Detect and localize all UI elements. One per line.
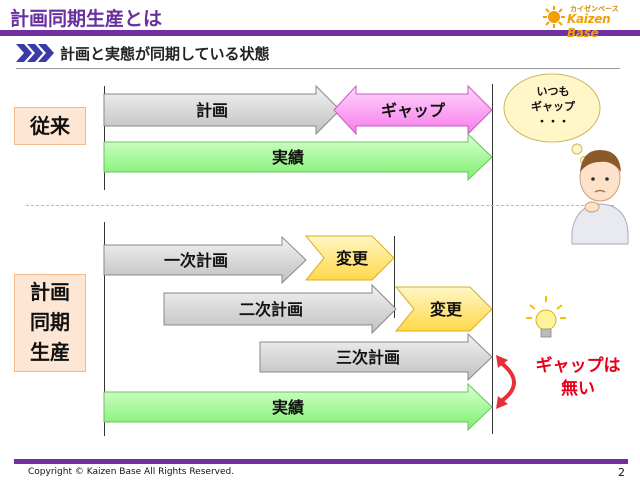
subtitle-row: 計画と実態が同期している状態 [16,42,616,68]
actual-arrow-new: 実績 [103,382,493,432]
lightbulb-icon [526,296,566,338]
label-synchronized-production: 計画 同期 生産 [14,274,86,372]
plan2-arrow: 二次計画 [163,283,397,335]
plan2-arrow-label: 二次計画 [239,300,303,319]
logo-text: Kaizen Base [567,12,611,40]
plan-arrow-old-label: 計画 [196,101,228,120]
plan1-arrow: 一次計画 [103,235,307,285]
change-marker-line [394,236,395,318]
plan-arrow-old: 計画 [103,84,341,136]
bubble-line1: いつも [536,85,570,98]
label-sync-line2: 同期 [30,310,70,334]
subtitle-underline [16,68,620,69]
deadline-line [492,84,493,434]
curved-arrow-icon [496,355,516,409]
thinking-person-icon [571,150,629,245]
change2-arrow-label: 変更 [430,300,463,319]
bubble-line3: ・・・ [536,115,570,128]
label-sync-line3: 生産 [30,340,70,364]
page-number: 2 [618,466,625,479]
label-sync-line1: 計画 [30,280,70,304]
footer-bar [14,459,628,464]
plan3-arrow: 三次計画 [259,332,493,382]
section-divider [26,205,614,206]
actual-arrow-new-label: 実績 [272,398,304,417]
change2-arrow: 変更 [394,286,493,332]
bubble-line2: ギャップ [531,100,575,113]
no-gap-line1: ギャップは [535,356,621,376]
actual-arrow-old: 実績 [103,132,493,182]
chevron-icon [16,44,54,62]
no-gap-note: ギャップは 無い [522,355,634,401]
bubble-text: いつも ギャップ ・・・ [516,84,590,129]
slide-title: 計画同期生産とは [10,8,163,30]
gap-arrow-label: ギャップ [381,101,446,120]
copyright: Copyright © Kaizen Base All Rights Reser… [28,467,235,477]
change1-arrow-label: 変更 [336,249,369,268]
change1-arrow: 変更 [304,235,395,281]
timeline-start-line-old [104,86,105,190]
timeline-start-line-new [104,222,105,436]
actual-arrow-old-label: 実績 [272,148,304,167]
plan3-arrow-label: 三次計画 [336,348,400,367]
label-conventional: 従来 [14,107,86,145]
logo-subtext: カイゼンベース [570,5,619,13]
logo-sun-icon [543,6,565,28]
subtitle: 計画と実態が同期している状態 [60,45,270,63]
no-gap-line2: 無い [561,379,595,399]
title-bar [0,30,640,36]
gap-arrow: ギャップ [333,84,493,136]
plan1-arrow-label: 一次計画 [164,251,228,270]
